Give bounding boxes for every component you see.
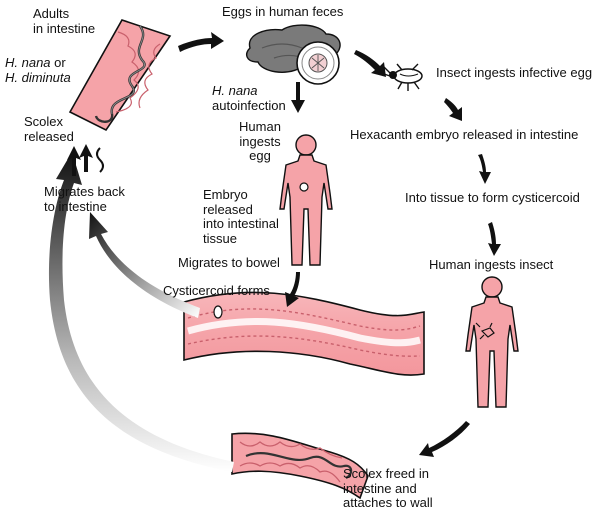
- label-adults-line1: Adults: [33, 6, 70, 21]
- arrow-bowel-down: [285, 272, 300, 307]
- label-into-tissue: Into tissue to form cysticercoid: [405, 190, 580, 205]
- label-or: or: [50, 55, 66, 70]
- label-migrates-back: Migrates back to intestine: [44, 184, 125, 214]
- migrates-back-arrow: [89, 212, 200, 318]
- scolex-attached-intestine-illustration: [231, 432, 369, 500]
- label-scolex-line2: released: [24, 128, 74, 144]
- label-migrates-back-line2: to intestine: [44, 198, 107, 214]
- label-hdiminuta: H. diminuta: [5, 69, 71, 85]
- label-migrates-bowel: Migrates to bowel: [178, 255, 280, 270]
- label-adults-line2: in intestine: [33, 20, 96, 36]
- label-embryo-line2: released: [203, 201, 253, 217]
- label-embryo-line1: Embryo: [203, 187, 248, 202]
- label-human-ingests-insect: Human ingests insect: [429, 257, 554, 272]
- human-ingests-egg-figure: [279, 134, 333, 266]
- scolex-squiggle-icon: [96, 147, 104, 173]
- label-embryo-line3: into intestinal: [203, 216, 279, 231]
- insect-icon: [380, 63, 423, 91]
- return-cycle-arrow: [48, 152, 235, 472]
- arrow-eggs-to-insect: [354, 50, 386, 77]
- arrow-insect-to-hexacanth: [444, 98, 462, 121]
- cysticercoid-intestine-illustration: [183, 291, 425, 376]
- flow-arrows: [178, 32, 501, 457]
- label-scolex-freed: Scolex freed in intestine and attaches t…: [343, 466, 433, 511]
- label-species: H. nana or H. diminuta: [5, 55, 71, 85]
- scolex-up-arrow-2: [79, 144, 93, 172]
- arrow-human-to-scolex: [419, 421, 470, 457]
- adult-intestine-illustration: [68, 19, 172, 132]
- feces-with-egg-illustration: [246, 24, 341, 85]
- arrow-hexacanth-to-tissue: [478, 154, 491, 184]
- arrow-tissue-to-ingest: [488, 222, 501, 256]
- arrow-adults-to-eggs: [178, 32, 224, 52]
- label-embryo-line4: tissue: [203, 230, 237, 246]
- label-scolex-freed-line3: attaches to wall: [343, 495, 433, 510]
- label-scolex-released: Scolex released: [24, 114, 74, 144]
- label-autoinfection-species: H. nana: [212, 83, 258, 98]
- label-scolex-freed-line2: intestine and: [343, 480, 417, 496]
- label-adults: Adults in intestine: [33, 6, 96, 36]
- label-hnana: H. nana: [5, 55, 51, 70]
- label-autoinfection-text: autoinfection: [212, 97, 286, 113]
- arrow-autoinfection-down: [291, 82, 305, 113]
- label-human-ingests-line1: Human: [239, 119, 281, 134]
- label-embryo-released: Embryo released into intestinal tissue: [203, 187, 279, 246]
- label-human-ingests-egg: Human ingests egg: [239, 119, 281, 164]
- label-hexacanth: Hexacanth embryo released in intestine: [350, 127, 579, 142]
- label-eggs-feces: Eggs in human feces: [222, 4, 344, 19]
- label-human-ingests-line2: ingests: [239, 133, 281, 149]
- human-ingests-insect-figure: [465, 276, 519, 408]
- label-insect-ingests-egg: Insect ingests infective egg: [436, 65, 593, 80]
- label-scolex-line1: Scolex: [24, 114, 64, 129]
- label-cysticercoid-forms: Cysticercoid forms: [163, 283, 270, 298]
- label-scolex-freed-line1: Scolex freed in: [343, 466, 429, 481]
- scolex-up-arrow-1: [67, 146, 81, 176]
- label-migrates-back-line1: Migrates back: [44, 184, 125, 199]
- label-autoinfection: H. nana autoinfection: [212, 83, 286, 113]
- label-human-ingests-line3: egg: [249, 148, 271, 163]
